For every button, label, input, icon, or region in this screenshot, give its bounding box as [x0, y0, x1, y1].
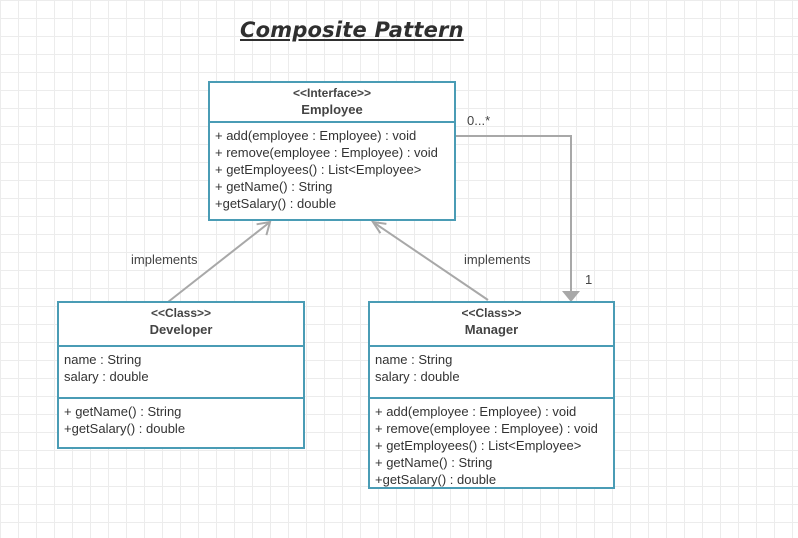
multiplicity-many-label: 0...*	[467, 113, 491, 128]
employee-method: +getSalary() : double	[215, 196, 337, 211]
manager-method: + getName() : String	[375, 455, 493, 470]
manager-implements-arrowhead	[370, 220, 387, 234]
diagram-title: Composite Pattern	[240, 18, 464, 42]
employee-method: + getName() : String	[215, 179, 333, 194]
developer-method: + getName() : String	[64, 404, 182, 419]
manager-attribute: name : String	[375, 352, 453, 367]
developer-attribute: name : String	[64, 352, 142, 367]
developer-attributes: name : String salary : double	[59, 347, 303, 399]
manager-attribute: salary : double	[375, 369, 460, 384]
manager-method: + remove(employee : Employee) : void	[375, 421, 598, 436]
manager-implements-line	[372, 221, 489, 301]
developer-methods: + getName() : String +getSalary() : doub…	[59, 399, 303, 437]
manager-class-box[interactable]: <<Class>> Manager name : String salary :…	[368, 301, 615, 489]
developer-implements-line	[167, 221, 271, 303]
employee-interface-box[interactable]: <<Interface>> Employee + add(employee : …	[208, 81, 456, 221]
developer-implements-arrowhead	[256, 220, 272, 236]
developer-attribute: salary : double	[64, 369, 149, 384]
manager-header: <<Class>> Manager	[370, 303, 613, 347]
manager-method: +getSalary() : double	[375, 472, 497, 487]
manager-name: Manager	[464, 322, 519, 337]
manager-attributes: name : String salary : double	[370, 347, 613, 399]
manager-implements-label: implements	[464, 252, 531, 267]
developer-implements-label: implements	[131, 252, 198, 267]
developer-stereotype: <<Class>>	[150, 306, 212, 320]
employee-method: + remove(employee : Employee) : void	[215, 145, 438, 160]
developer-name: Developer	[149, 322, 213, 337]
manager-method: + getEmployees() : List<Employee>	[375, 438, 582, 453]
manager-method: + add(employee : Employee) : void	[375, 404, 577, 419]
employee-methods: + add(employee : Employee) : void + remo…	[210, 123, 454, 212]
employee-method: + add(employee : Employee) : void	[215, 128, 417, 143]
developer-method: +getSalary() : double	[64, 421, 186, 436]
employee-name: Employee	[301, 102, 363, 117]
manager-stereotype: <<Class>>	[461, 306, 522, 320]
developer-header: <<Class>> Developer	[59, 303, 303, 347]
aggregation-line	[456, 135, 572, 292]
employee-method: + getEmployees() : List<Employee>	[215, 162, 422, 177]
employee-stereotype: <<Interface>>	[292, 86, 372, 100]
manager-methods: + add(employee : Employee) : void + remo…	[370, 399, 613, 488]
employee-header: <<Interface>> Employee	[210, 83, 454, 123]
aggregation-arrowhead	[562, 291, 580, 302]
multiplicity-one-label: 1	[585, 272, 593, 287]
developer-class-box[interactable]: <<Class>> Developer name : String salary…	[57, 301, 305, 449]
